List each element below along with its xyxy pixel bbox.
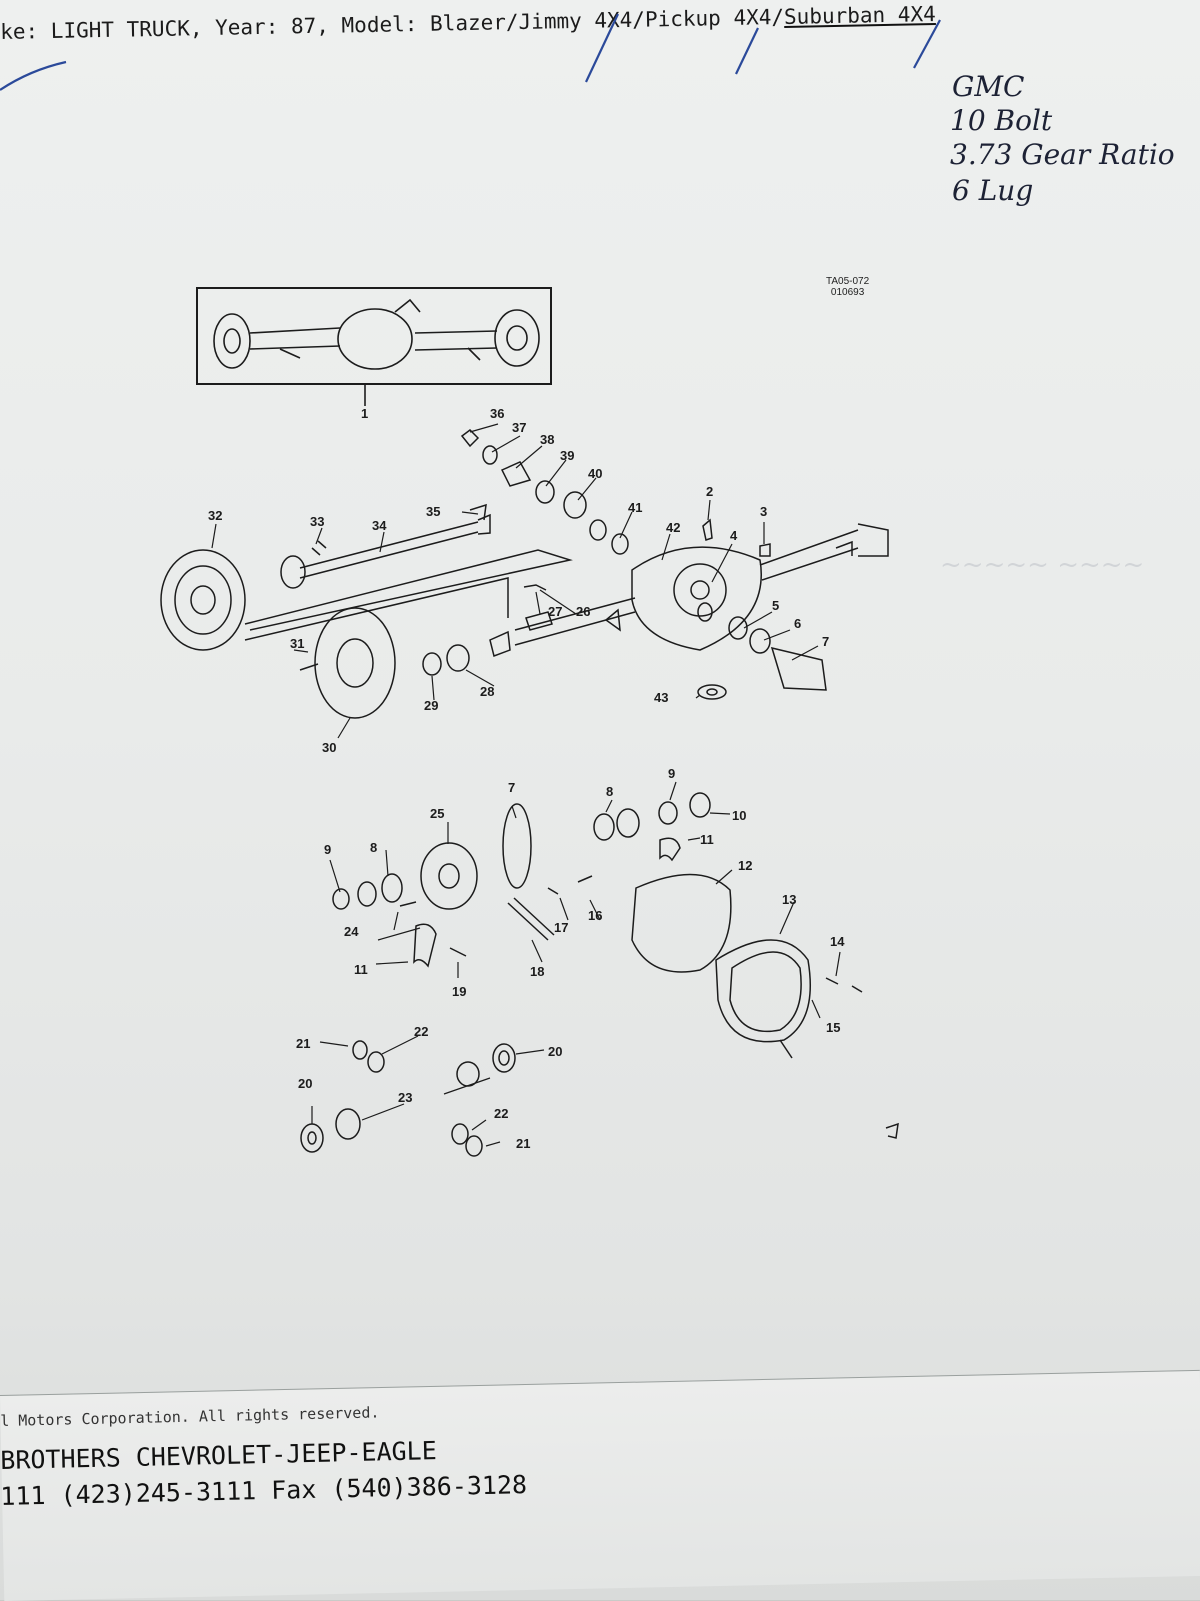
handwritten-note-lug: 6 Lug (952, 174, 1034, 207)
callout-9-left: 9 (324, 842, 331, 857)
callout-22-top: 22 (414, 1024, 428, 1039)
pinion-flange-part (770, 646, 827, 691)
callout-3: 3 (760, 504, 767, 519)
callout-42: 42 (666, 520, 680, 535)
callout-32: 32 (208, 508, 222, 523)
callout-4: 4 (730, 528, 738, 543)
callout-17: 17 (554, 920, 568, 935)
show-through-writing: ~~~~~ ~~~~ (940, 550, 1145, 580)
backing-plate-part (314, 607, 396, 719)
callout-16: 16 (588, 908, 602, 923)
differential-case-part (420, 842, 478, 910)
callout-20-left: 20 (298, 1076, 312, 1091)
callout-35: 35 (426, 504, 440, 519)
callout-43: 43 (654, 690, 668, 705)
callout-31: 31 (290, 636, 304, 651)
callout-37: 37 (512, 420, 526, 435)
callout-29: 29 (424, 698, 438, 713)
callout-30: 30 (322, 740, 336, 755)
callout-11-left: 11 (354, 962, 368, 977)
pen-slash-marks (0, 13, 941, 91)
callout-15: 15 (826, 1020, 840, 1035)
callout-9-right: 9 (668, 766, 675, 781)
callout-23: 23 (398, 1090, 412, 1105)
callout-41: 41 (628, 500, 642, 515)
callout-6: 6 (794, 616, 801, 631)
callout-36: 36 (490, 406, 504, 421)
callout-21-bottom: 21 (516, 1136, 530, 1151)
callout-20-right: 20 (548, 1044, 562, 1059)
callout-7: 7 (822, 634, 829, 649)
differential-carrier-part (631, 546, 762, 651)
callout-2: 2 (706, 484, 713, 499)
callout-7-lower: 7 (508, 780, 515, 795)
callout-1: 1 (361, 406, 368, 421)
callout-8-right: 8 (606, 784, 613, 799)
callout-13: 13 (782, 892, 796, 907)
callout-21-top: 21 (296, 1036, 310, 1051)
callout-26: 26 (576, 604, 590, 619)
callout-34: 34 (372, 518, 387, 533)
callout-12: 12 (738, 858, 752, 873)
assembled-axle-inset (196, 287, 552, 406)
callout-8-left: 8 (370, 840, 377, 855)
callout-39: 39 (560, 448, 574, 463)
cover-gasket-part (631, 873, 732, 973)
callout-14: 14 (830, 934, 845, 949)
callout-19: 19 (452, 984, 466, 999)
callout-25: 25 (430, 806, 444, 821)
callout-38: 38 (540, 432, 554, 447)
exploded-axle-assembly (160, 429, 889, 719)
callout-33: 33 (310, 514, 324, 529)
callout-labels: 1 2 3 4 5 6 7 26 27 28 29 30 31 32 33 34… (208, 406, 845, 1151)
callout-27: 27 (548, 604, 562, 619)
handwritten-note-bolt: 10 Bolt (950, 104, 1053, 137)
handwritten-note-make: GMC (952, 70, 1025, 103)
callout-28: 28 (480, 684, 494, 699)
figure-id-line-1: TA05-072 (826, 276, 870, 287)
differential-cover-part (715, 939, 811, 1043)
callout-5: 5 (772, 598, 779, 613)
figure-id-line-2: 010693 (830, 287, 865, 298)
callout-11-right: 11 (700, 832, 714, 847)
differential-exploded-parts (300, 792, 899, 1157)
brake-drum-part (160, 549, 246, 651)
callout-10: 10 (732, 808, 746, 823)
callout-18: 18 (530, 964, 544, 979)
callout-22-bottom: 22 (494, 1106, 508, 1121)
callout-24: 24 (344, 924, 359, 939)
handwritten-note-gear-ratio: 3.73 Gear Ratio (950, 138, 1175, 171)
callout-40: 40 (588, 466, 602, 481)
ring-gear-part (502, 803, 532, 889)
leader-lines (211, 423, 841, 1147)
figure-id: TA05-072 010693 (826, 276, 869, 298)
